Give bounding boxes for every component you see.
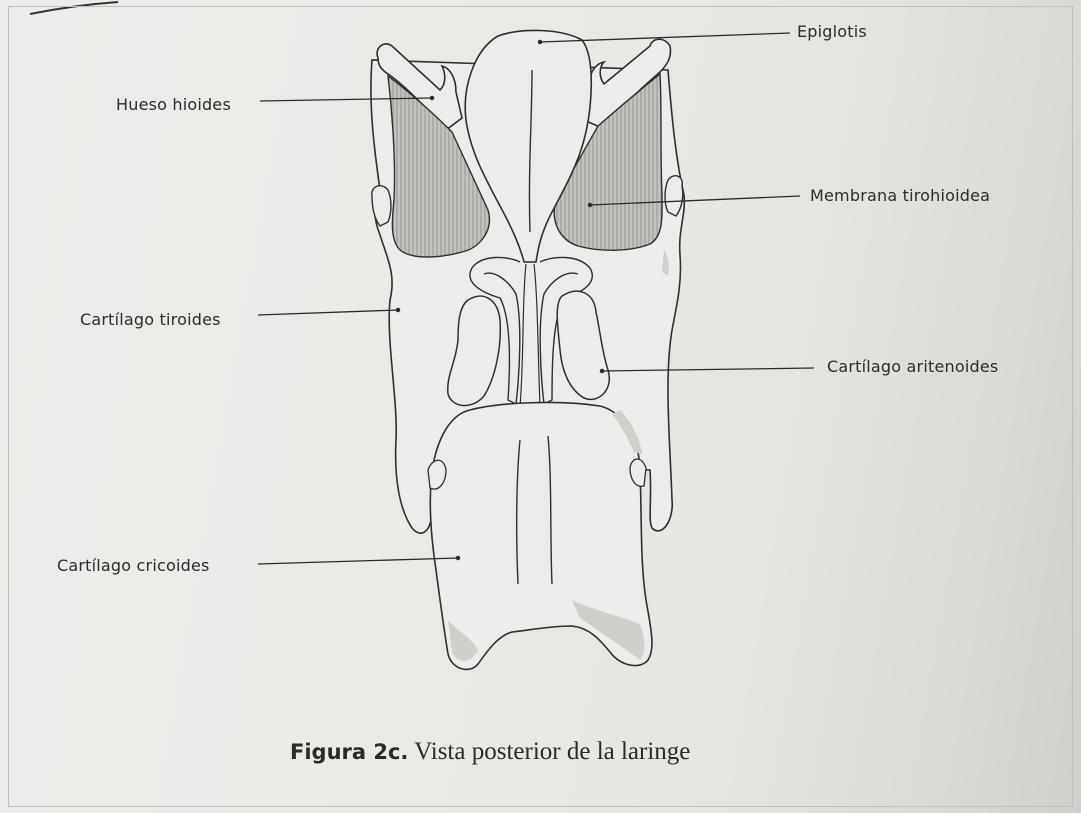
leader-cricoides bbox=[258, 558, 458, 564]
label-epiglotis: Epiglotis bbox=[797, 22, 867, 41]
figure-caption-text: Vista posterior de la laringe bbox=[408, 738, 690, 765]
thyroid-superior-horn-left bbox=[372, 186, 391, 226]
label-cartilago-cricoides: Cartílago cricoides bbox=[57, 556, 210, 575]
figure-number: Figura 2c. bbox=[290, 740, 408, 764]
label-cartilago-aritenoides: Cartílago aritenoides bbox=[827, 357, 998, 376]
leader-tiroides bbox=[258, 310, 398, 315]
label-cartilago-tiroides: Cartílago tiroides bbox=[80, 310, 221, 329]
label-hueso-hioides: Hueso hioides bbox=[116, 95, 231, 114]
label-membrana-tirohioidea: Membrana tirohioidea bbox=[810, 186, 990, 205]
thyroid-superior-horn-right bbox=[665, 176, 683, 216]
figure-caption: Figura 2c. Vista posterior de la laringe bbox=[290, 738, 690, 766]
